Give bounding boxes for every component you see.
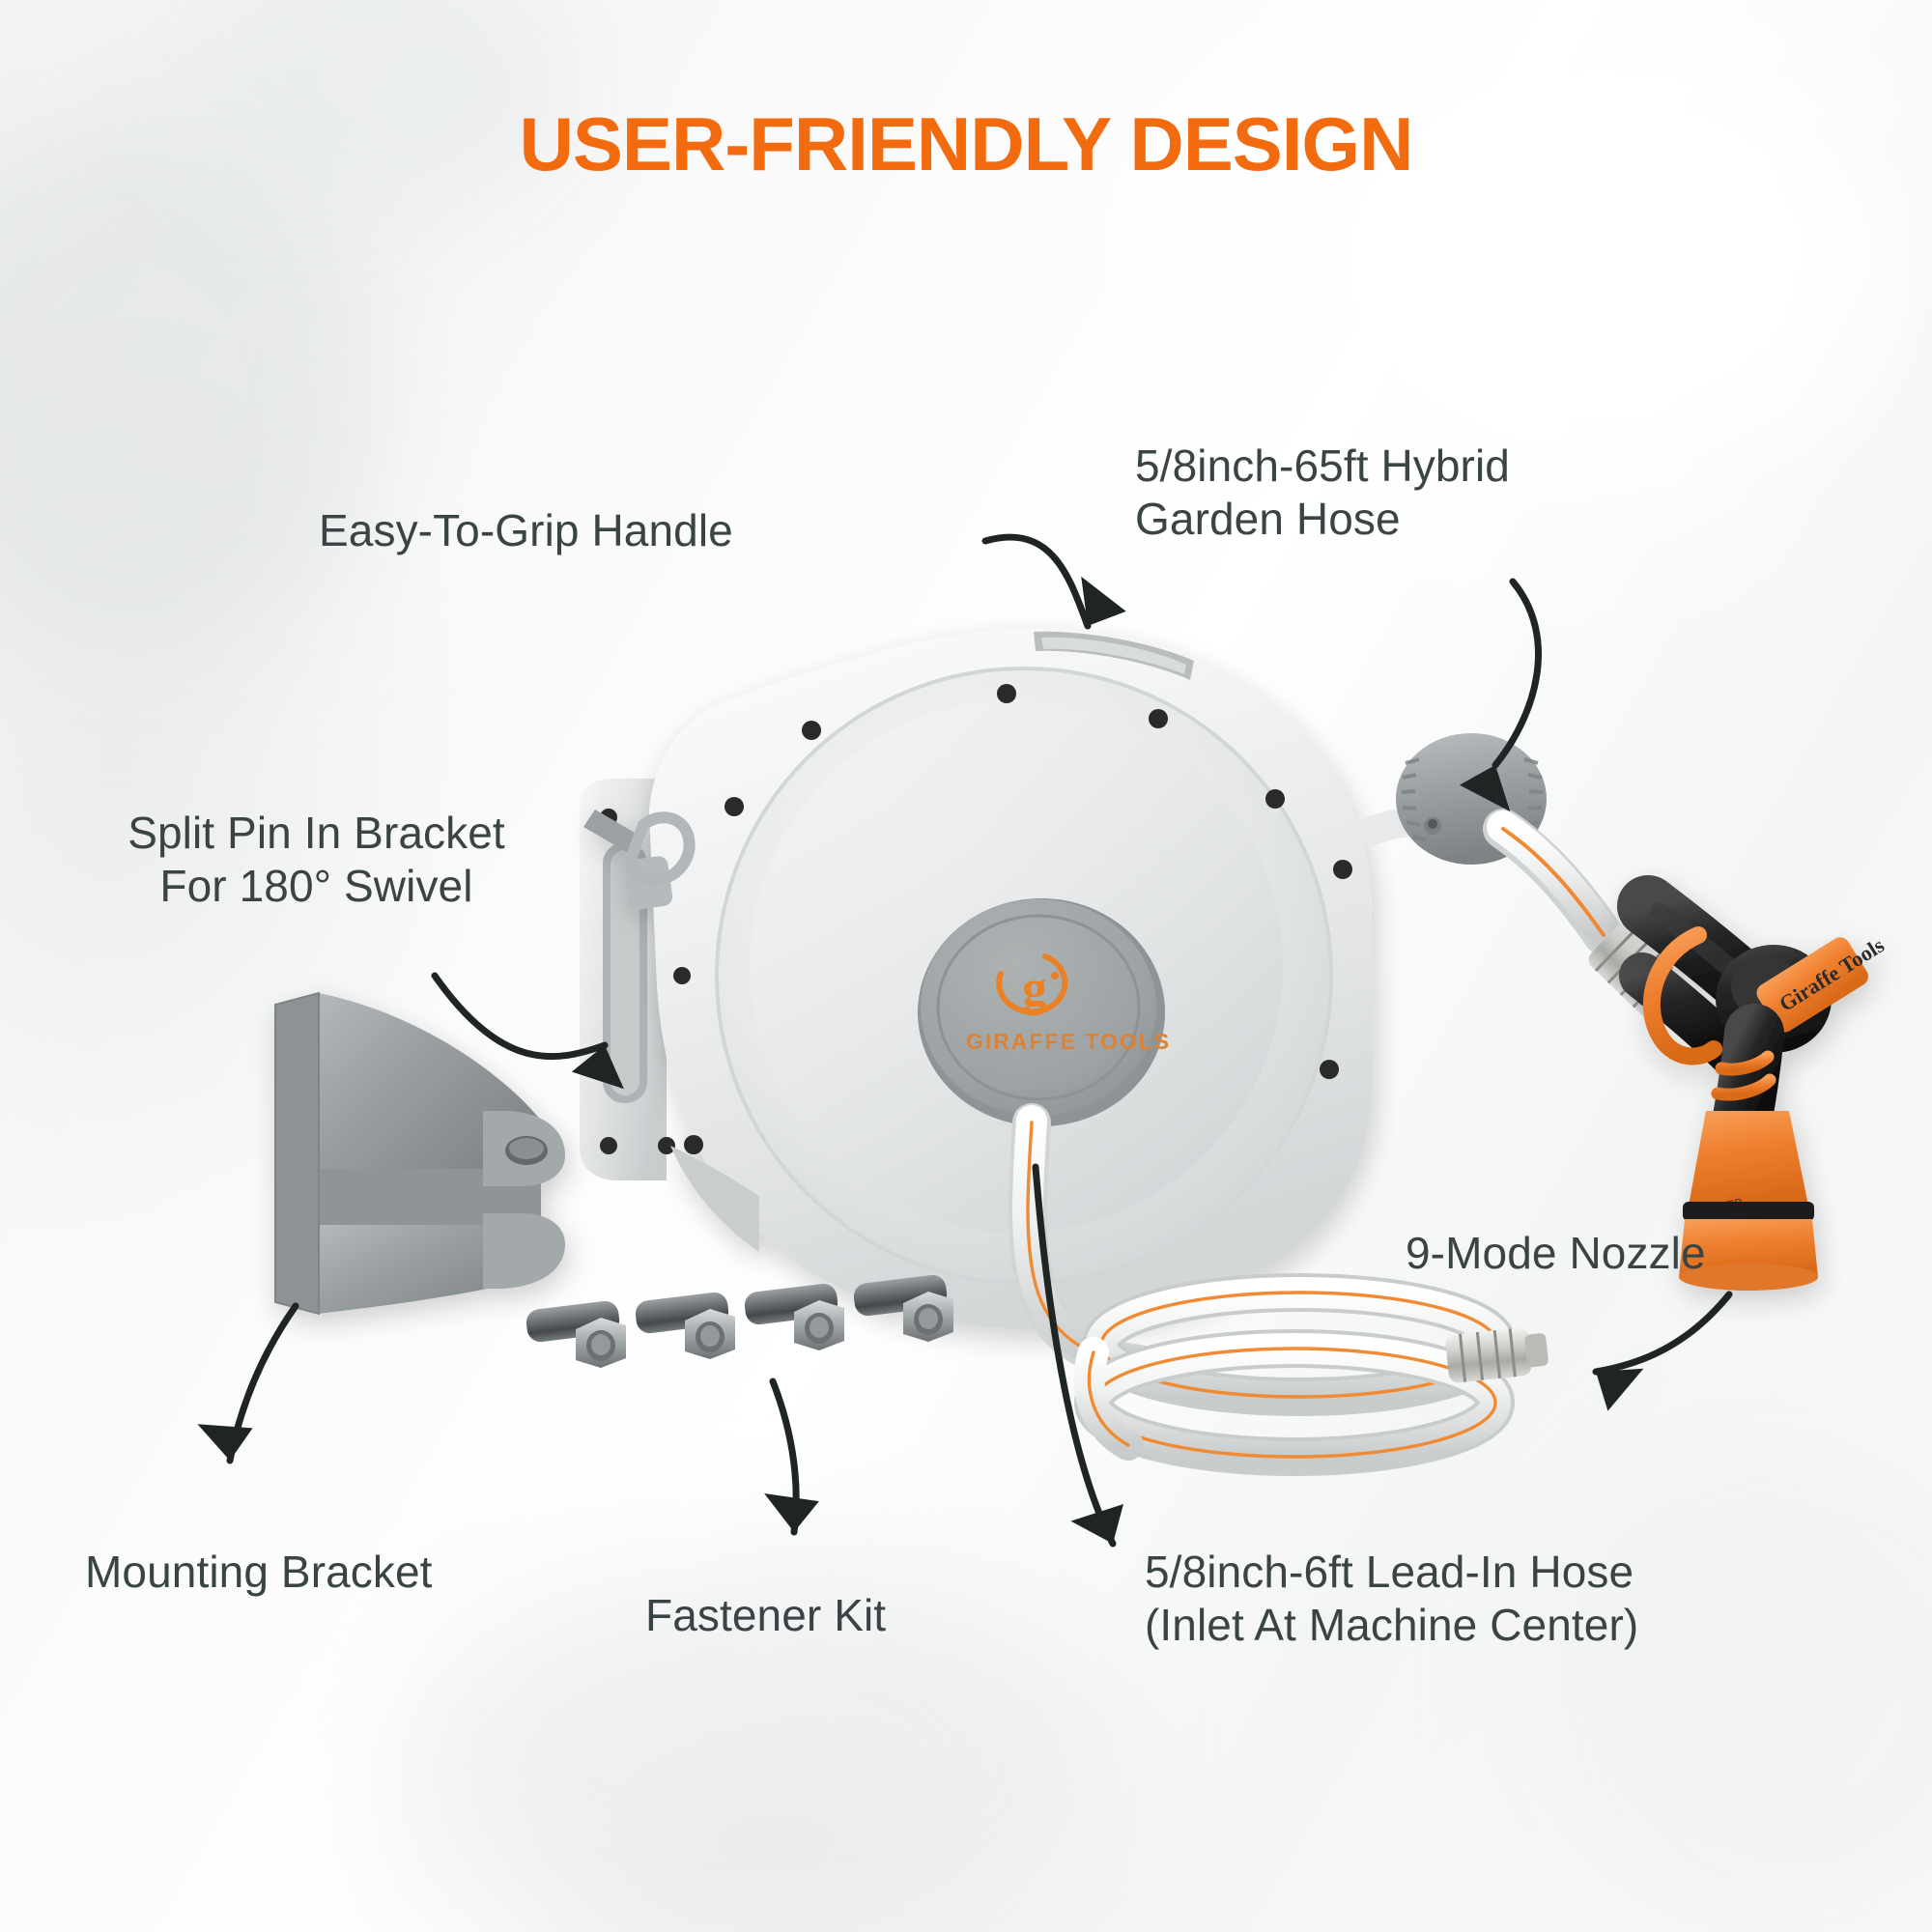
svg-text:GIRAFFE TOOLS: GIRAFFE TOOLS [966, 1029, 1171, 1054]
svg-text:g: g [1022, 961, 1047, 1016]
callout-label-easy-to-grip-handle: Easy-To-Grip Handle [319, 505, 733, 555]
outlet-hose-graphic [1483, 809, 1754, 1076]
arrow-fastener-kit [769, 1378, 800, 1536]
reel-frame-graphic [579, 779, 675, 1180]
arrow-nozzle [1592, 1291, 1733, 1376]
callout-label-nine-mode-nozzle: 9-Mode Nozzle [1406, 1228, 1706, 1278]
callout-label-lead-in-hose: 5/8inch-6ft Lead-In Hose (Inlet At Machi… [1145, 1547, 1639, 1651]
arrow-mounting-bracket [226, 1302, 299, 1464]
arrow-handle [981, 533, 1092, 630]
svg-text:JET: JET [1752, 1207, 1773, 1221]
hose-guide-roller-graphic [1357, 733, 1547, 865]
callout-arrows [226, 533, 1733, 1548]
callout-arrowheads [197, 576, 1644, 1544]
callout-label-mounting-bracket: Mounting Bracket [85, 1547, 433, 1597]
lead-in-hose-graphic [1009, 1103, 1548, 1476]
callout-label-hybrid-garden-hose: 5/8inch-65ft Hybrid Garden Hose [1135, 440, 1510, 545]
nozzle-brand-text: Giraffe Tools [1775, 932, 1889, 1016]
hub-brand-logo: g GIRAFFE TOOLS [966, 953, 1171, 1054]
arrow-lead-in-hose [1032, 1163, 1117, 1548]
mounting-bracket-graphic [274, 991, 565, 1316]
callout-label-split-pin-bracket: Split Pin In Bracket For 180° Swivel [128, 808, 505, 912]
svg-text:SHOWER: SHOWER [1694, 1197, 1744, 1218]
arrow-split-pin [431, 972, 609, 1060]
backdrop-blur-5 [1546, 1449, 1932, 1932]
hub-plate-graphic [918, 898, 1165, 1126]
inlet-port-graphic [583, 810, 696, 910]
arrow-garden-hose [1492, 578, 1542, 769]
reel-housing-graphic [583, 629, 1372, 1330]
callout-label-fastener-kit: Fastener Kit [645, 1590, 887, 1640]
page-title: USER-FRIENDLY DESIGN [519, 101, 1414, 186]
backdrop-blur-1 [0, 116, 386, 657]
fastener-kit-graphic [526, 1274, 953, 1368]
